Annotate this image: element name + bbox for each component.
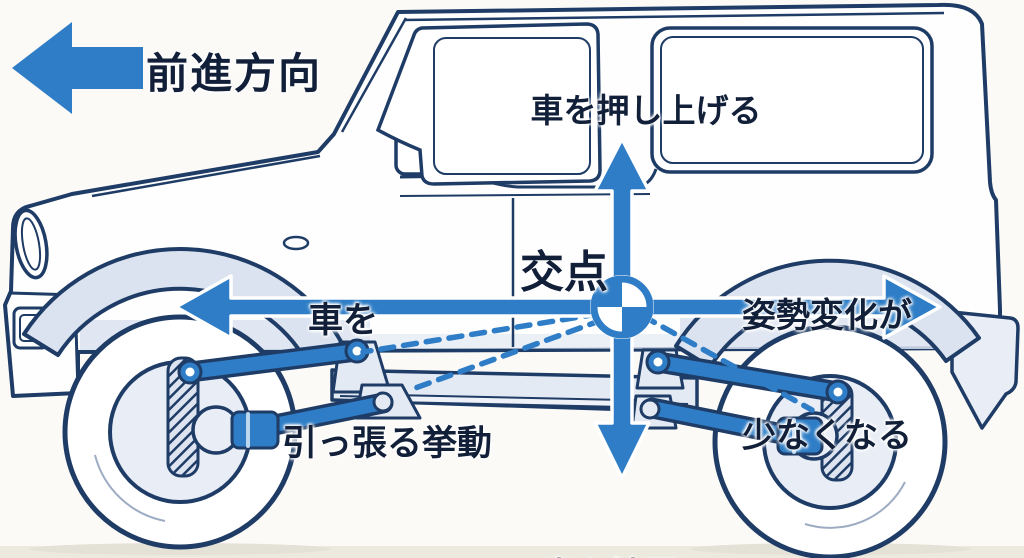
rear-window-inner bbox=[660, 36, 924, 164]
left-right-arrow-icon bbox=[174, 274, 942, 340]
link-extension-lines bbox=[360, 311, 815, 413]
front-lower-link bbox=[230, 392, 394, 450]
front-knuckle bbox=[166, 356, 241, 478]
center-of-gravity-icon bbox=[590, 275, 654, 339]
front-window-inner bbox=[433, 37, 591, 175]
posture-change-label: 姿勢変化が 少なくなる bbox=[742, 216, 912, 536]
pivot-bolts bbox=[177, 338, 851, 420]
ground-shadow bbox=[0, 543, 1024, 558]
left-arrow-icon bbox=[12, 22, 143, 114]
intersection-point-label: 交点 bbox=[520, 248, 608, 297]
rear-lower-link bbox=[641, 397, 824, 456]
posture-change-line2: 少なくなる bbox=[742, 417, 912, 455]
posture-change-line1: 姿勢変化が bbox=[742, 297, 912, 335]
windows bbox=[375, 22, 934, 186]
front-upper-link bbox=[179, 340, 368, 383]
press-to-ground-label: 車を地面に 押し付ける bbox=[542, 479, 712, 558]
push-up-label: 車を押し上げる bbox=[530, 92, 762, 129]
pull-behavior-label: 車を 引っ張る挙動 bbox=[282, 218, 492, 546]
pull-behavior-line1: 車を bbox=[308, 301, 379, 340]
rear-side-window bbox=[650, 26, 934, 174]
forward-direction-label: 前進方向 bbox=[146, 50, 323, 97]
door-handle bbox=[282, 235, 310, 251]
pull-behavior-line2: 引っ張る挙動 bbox=[282, 424, 493, 463]
headlight bbox=[13, 208, 49, 280]
